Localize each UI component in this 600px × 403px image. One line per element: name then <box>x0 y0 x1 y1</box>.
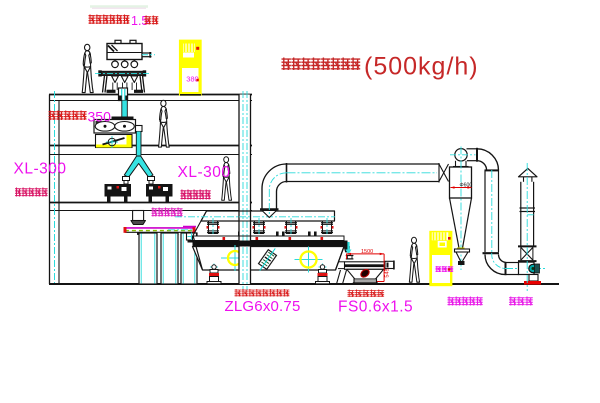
svg-text:(500kg/h): (500kg/h) <box>364 53 479 81</box>
svg-text:XL-300: XL-300 <box>178 164 231 181</box>
svg-text:ZLG6x0.75: ZLG6x0.75 <box>225 298 301 315</box>
svg-text:Φ600: Φ600 <box>460 182 473 188</box>
svg-text:380: 380 <box>186 75 199 84</box>
svg-text:FS0.6x1.5: FS0.6x1.5 <box>338 299 413 316</box>
svg-text:545: 545 <box>385 268 391 277</box>
svg-text:1.5: 1.5 <box>131 14 148 28</box>
svg-text:XL-300: XL-300 <box>14 161 67 178</box>
svg-text:350: 350 <box>88 109 112 125</box>
svg-text:1500: 1500 <box>361 249 373 255</box>
